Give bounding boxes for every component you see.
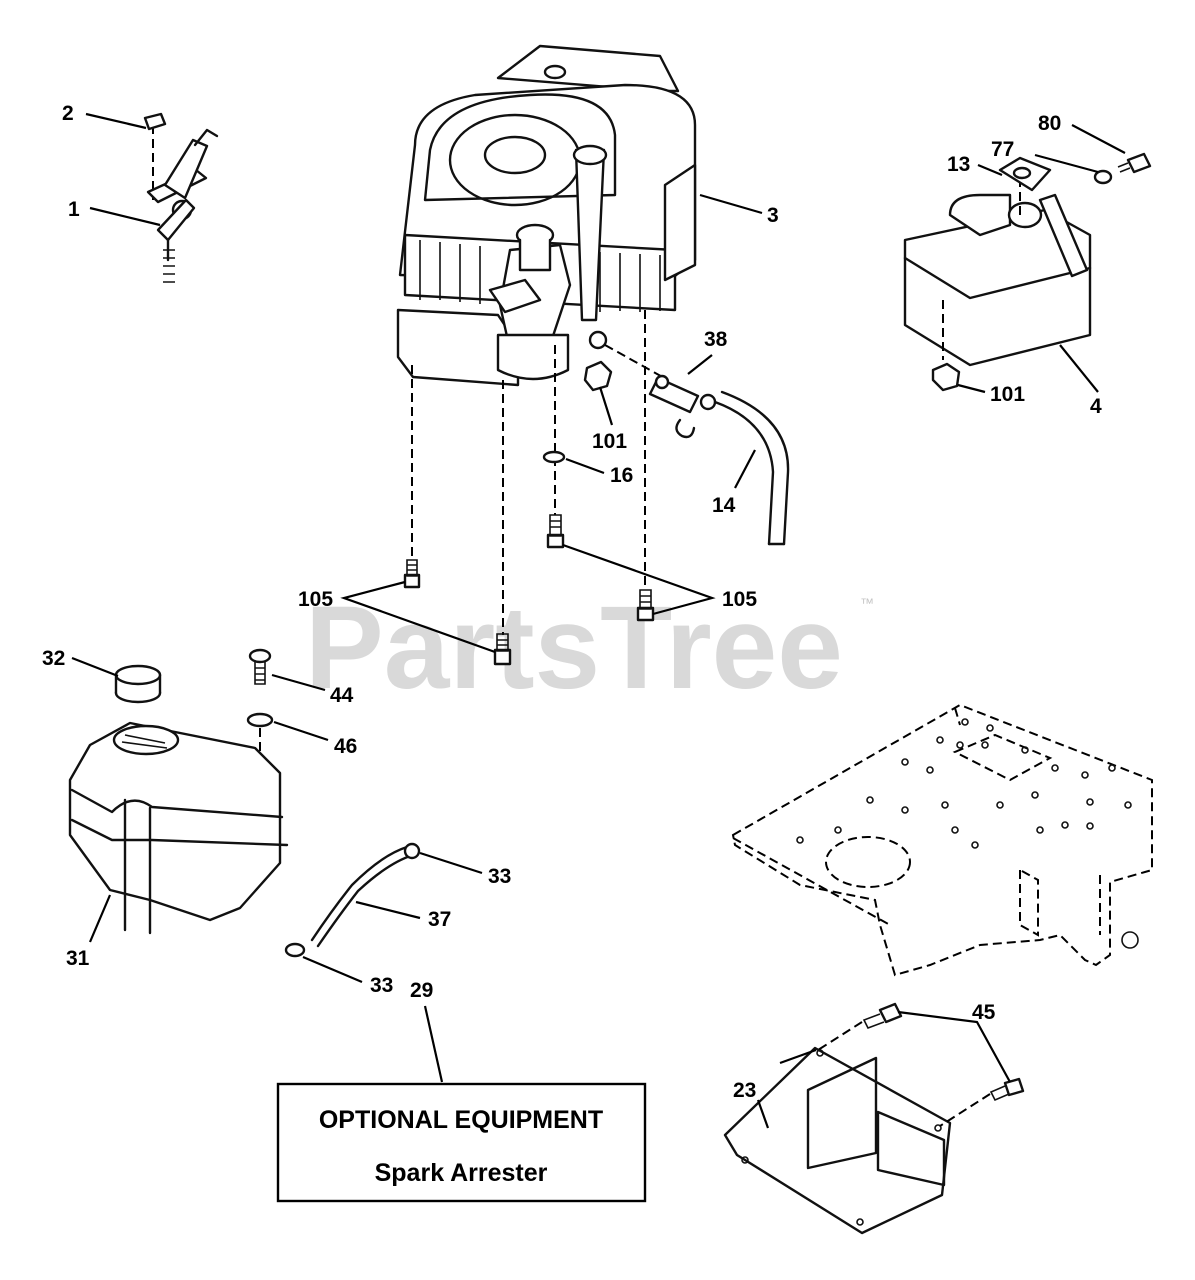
optional-equipment-box: OPTIONAL EQUIPMENT Spark Arrester	[276, 1082, 647, 1203]
callout-23: 23	[733, 1079, 756, 1102]
throttle-control-part[interactable]	[143, 112, 219, 283]
callout-3: 3	[767, 204, 779, 227]
callout-33-lower: 33	[370, 974, 393, 997]
engine-part[interactable]	[396, 44, 697, 387]
callout-13: 13	[947, 153, 970, 176]
callout-101-muffler: 101	[990, 383, 1025, 406]
callout-101-engine: 101	[592, 430, 627, 453]
callout-4: 4	[1090, 395, 1102, 418]
fuel-tank-31[interactable]	[68, 721, 289, 935]
frame-reference	[731, 703, 1153, 977]
gasket-13[interactable]	[998, 156, 1052, 192]
callout-37: 37	[428, 908, 451, 931]
bolt-45-lower[interactable]	[989, 1077, 1025, 1102]
fuel-hose-14[interactable]	[713, 390, 790, 546]
bolt-105-front-left[interactable]	[403, 559, 421, 589]
bolt-80[interactable]	[1117, 152, 1152, 174]
callout-80: 80	[1038, 112, 1061, 135]
bolt-105-front-right[interactable]	[546, 514, 565, 549]
callout-16: 16	[610, 464, 633, 487]
callout-46: 46	[334, 735, 357, 758]
fuel-line-37[interactable]	[310, 845, 415, 948]
callout-31: 31	[66, 947, 90, 970]
callout-1: 1	[68, 198, 80, 221]
washer-16[interactable]	[542, 450, 566, 464]
bolt-105-rear-left[interactable]	[493, 633, 512, 666]
muffler-4[interactable]	[903, 193, 1092, 367]
washer-46[interactable]	[246, 712, 274, 728]
nut-101-muffler[interactable]	[931, 362, 961, 392]
trademark-mark: ™	[860, 595, 874, 611]
screw-44[interactable]	[248, 648, 272, 685]
hose-clamp-33-upper[interactable]	[403, 842, 421, 860]
cover-plate-23[interactable]	[723, 1046, 952, 1235]
callout-105-left: 105	[298, 588, 333, 611]
nut-101-engine[interactable]	[583, 360, 613, 392]
fitting-38[interactable]	[648, 374, 717, 439]
watermark: PartsTree	[305, 582, 843, 714]
optional-equipment-subtitle: Spark Arrester	[375, 1159, 548, 1187]
callout-14: 14	[712, 494, 736, 517]
optional-equipment-title: OPTIONAL EQUIPMENT	[319, 1106, 603, 1134]
callout-45: 45	[972, 1001, 996, 1024]
callout-2: 2	[62, 102, 74, 125]
bolt-45-upper[interactable]	[862, 1002, 903, 1030]
callout-32: 32	[42, 647, 65, 670]
washer-77[interactable]	[1093, 169, 1113, 185]
callout-77: 77	[991, 138, 1014, 161]
callout-33-upper: 33	[488, 865, 511, 888]
callout-44: 44	[330, 684, 354, 707]
callout-29: 29	[410, 979, 433, 1002]
callout-38: 38	[704, 328, 728, 351]
fuel-cap-32[interactable]	[114, 664, 162, 704]
bolt-105-rear-right[interactable]	[636, 589, 655, 622]
callout-105-right: 105	[722, 588, 757, 611]
hose-clamp-33-lower[interactable]	[284, 942, 306, 958]
